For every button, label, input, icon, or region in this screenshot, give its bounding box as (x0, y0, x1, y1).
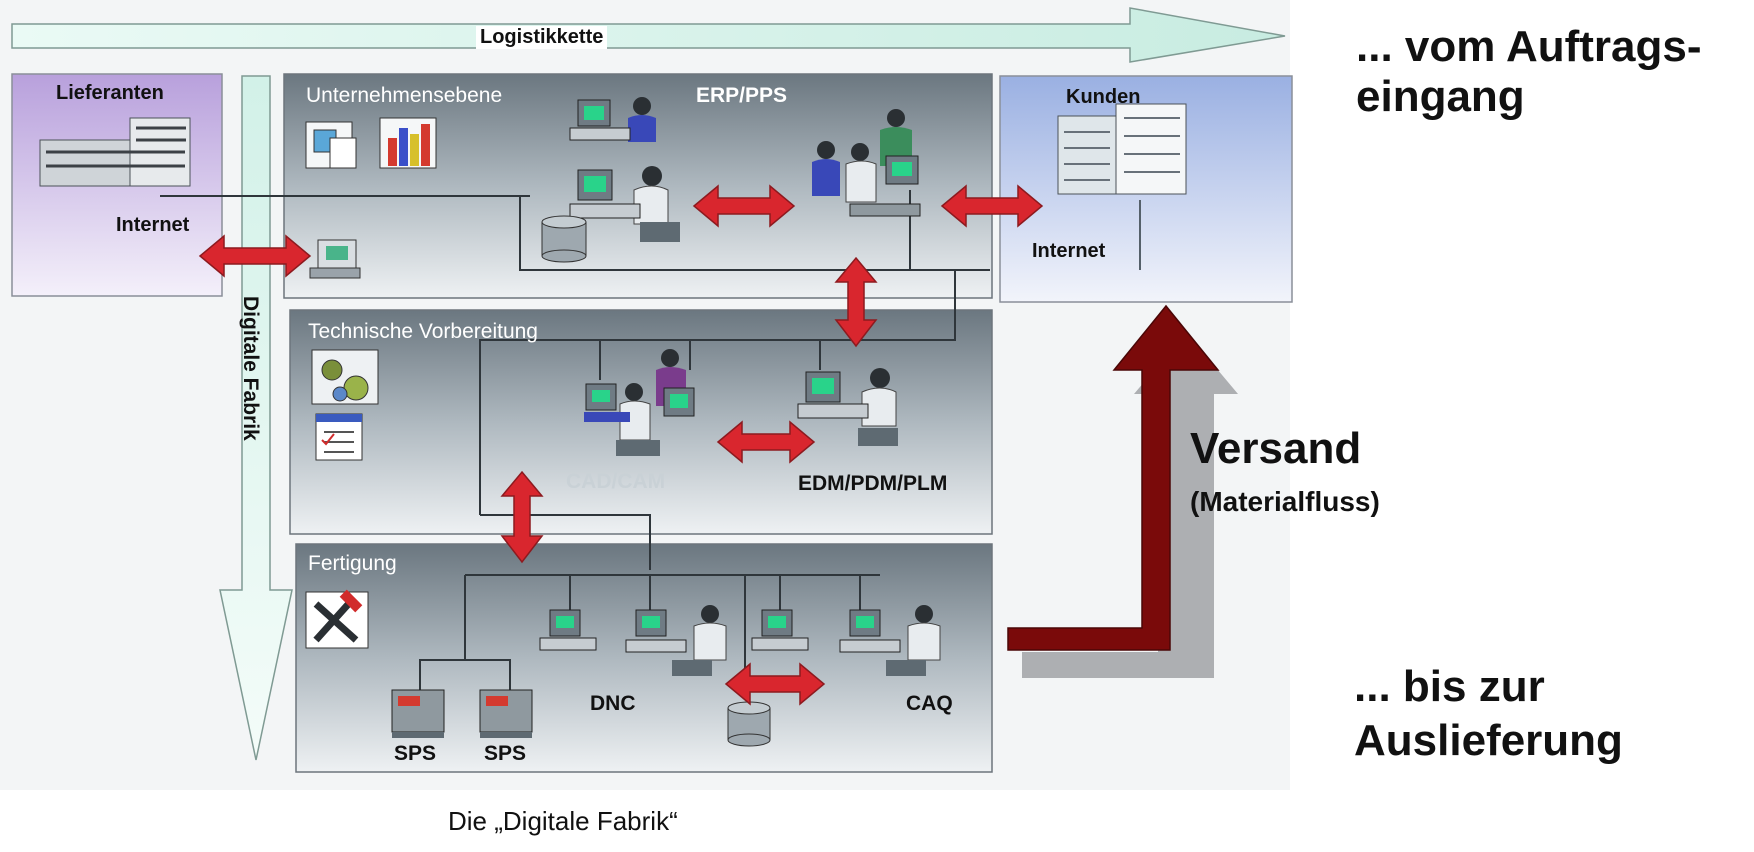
workstation-icon (569, 166, 680, 242)
diagram-caption: Die „Digitale Fabrik“ (448, 806, 678, 836)
order-receipt-line2: eingang (1356, 72, 1525, 121)
supplier-factory-icon (39, 117, 191, 187)
plc-label-2: SPS (484, 742, 527, 765)
checklist-icon (315, 413, 363, 461)
suppliers-internet-label: Internet (116, 214, 190, 236)
customer-building-icon (1057, 103, 1187, 195)
digital-factory-arrow (219, 75, 293, 761)
shipping-title: Versand (1190, 424, 1362, 473)
gears-icon (311, 349, 379, 405)
delivery-line1: ... bis zur (1354, 662, 1545, 711)
shipping-subtitle: (Materialfluss) (1190, 486, 1380, 517)
server-icon (309, 239, 361, 279)
erp-pps-label: ERP/PPS (696, 84, 788, 107)
workstation-icon (812, 109, 921, 217)
digital-factory-vertical-label: Digitale Fabrik (239, 296, 262, 441)
production-layer-title: Fertigung (308, 552, 397, 575)
workstation-icon (625, 605, 727, 676)
suppliers-title: Lieferanten (56, 82, 164, 104)
workstation-icon (539, 609, 597, 651)
workstation-icon (797, 368, 898, 446)
plc-label-1: SPS (394, 742, 437, 765)
logistics-chain-label: Logistikkette (476, 26, 608, 49)
data-exchange-arrows (198, 184, 1044, 706)
technical-layer-title: Technische Vorbereitung (308, 320, 538, 343)
bar-chart-icon (379, 117, 437, 169)
cad-cam-label: CAD/CAM (566, 470, 666, 493)
database-icon (727, 701, 771, 747)
edm-pdm-plm-label: EDM/PDM/PLM (798, 472, 948, 495)
order-receipt-line1: ... vom Auftrags- (1356, 22, 1702, 71)
logistics-chain-arrow (11, 7, 1286, 63)
dnc-label: DNC (590, 692, 636, 715)
database-icon (541, 215, 587, 263)
caq-label: CAQ (906, 692, 953, 715)
tools-icon (305, 589, 369, 649)
workstation-icon (839, 605, 941, 676)
shipping-arrow (1007, 304, 1238, 678)
workstation-icon (569, 97, 656, 142)
workstation-icon (584, 349, 695, 456)
customers-internet-label: Internet (1032, 240, 1106, 262)
delivery-line2: Auslieferung (1354, 716, 1623, 765)
enterprise-network-lines (160, 190, 990, 341)
document-icon (305, 121, 357, 169)
plc-icon (479, 689, 533, 738)
customers-title: Kunden (1066, 86, 1141, 108)
workstation-icon (751, 609, 809, 651)
plc-icon (391, 689, 445, 738)
enterprise-layer-title: Unternehmensebene (306, 84, 503, 107)
technical-network-lines (479, 339, 880, 570)
